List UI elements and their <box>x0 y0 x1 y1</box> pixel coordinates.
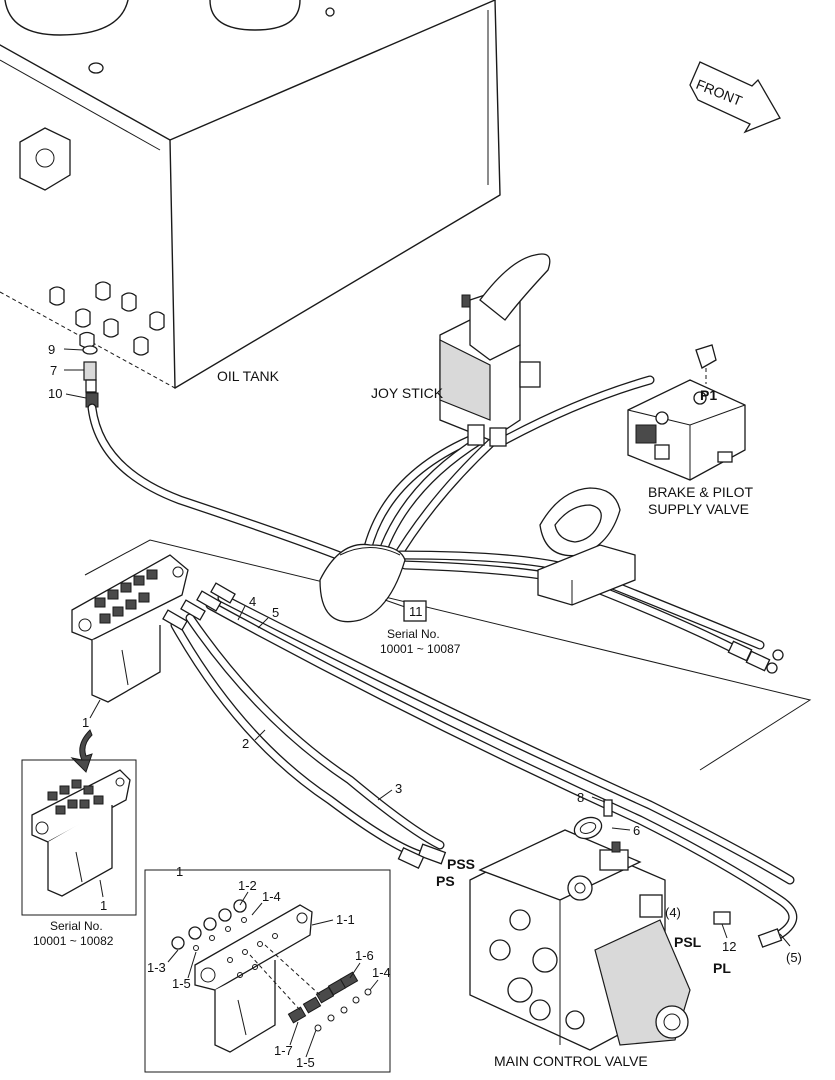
callout-10: 10 <box>48 386 62 401</box>
brake-valve-label-line2: SUPPLY VALVE <box>648 501 749 517</box>
manifold-bracket <box>71 554 236 703</box>
callout-9: 9 <box>48 342 55 357</box>
callout-1-4a: 1-4 <box>262 889 281 904</box>
callout-1-1: 1-1 <box>336 912 355 927</box>
right-hose-fittings <box>727 640 784 674</box>
callout-7: 7 <box>50 363 57 378</box>
callout-1-7: 1-7 <box>274 1043 293 1058</box>
port-p1: P1 <box>700 387 717 403</box>
serial-note-inset-line1: Serial No. <box>50 919 103 933</box>
callout-5: 5 <box>272 605 279 620</box>
callout-5-paren: (5) <box>786 950 802 965</box>
serial-note-top-line1: Serial No. <box>387 627 440 641</box>
port-psl: PSL <box>674 934 702 950</box>
callout-2: 2 <box>242 736 249 751</box>
exploded-detail-box <box>144 869 391 1073</box>
callout-1-4b: 1-4 <box>372 965 391 980</box>
callout-8: 8 <box>577 790 584 805</box>
inset-serial-variant: 1 <box>21 759 137 916</box>
callout-1-2: 1-2 <box>238 878 257 893</box>
brake-pilot-supply-valve <box>627 344 746 481</box>
port-pl: PL <box>713 960 731 976</box>
callout-1-6: 1-6 <box>355 948 374 963</box>
callout-1-detail: 1 <box>176 864 183 879</box>
callout-12: 12 <box>722 939 736 954</box>
tank-bottom-bolts <box>49 281 165 356</box>
port-ps: PS <box>436 873 455 889</box>
callout-1-3: 1-3 <box>147 960 166 975</box>
grommet-boot <box>319 543 406 623</box>
oil-tank: OIL TANK <box>0 0 501 389</box>
brake-valve-label-line1: BRAKE & PILOT <box>648 484 753 500</box>
joy-stick-label: JOY STICK <box>371 385 444 401</box>
callout-11: 11 <box>409 604 423 619</box>
hose-clamp <box>573 799 613 840</box>
hose-support-bracket <box>537 487 636 606</box>
tank-outlet-fitting <box>82 345 99 408</box>
main-control-valve-label: MAIN CONTROL VALVE <box>494 1053 648 1069</box>
callout-4: 4 <box>249 594 256 609</box>
joystick <box>439 253 551 447</box>
callout-4-paren: (4) <box>665 905 681 920</box>
callout-3: 3 <box>395 781 402 796</box>
serial-note-top-line2: 10001 ~ 10087 <box>380 642 461 656</box>
oil-tank-label: OIL TANK <box>217 368 280 384</box>
callout-6: 6 <box>633 823 640 838</box>
serial-note-inset-line2: 10001 ~ 10082 <box>33 934 114 948</box>
callout-1-main: 1 <box>82 715 89 730</box>
callout-1-5a: 1-5 <box>172 976 191 991</box>
port-pss: PSS <box>447 856 475 872</box>
callout-1-inset: 1 <box>100 898 107 913</box>
callout-1-5b: 1-5 <box>296 1055 315 1070</box>
main-control-valve <box>397 829 783 1051</box>
front-direction-arrow: FRONT <box>689 61 781 134</box>
